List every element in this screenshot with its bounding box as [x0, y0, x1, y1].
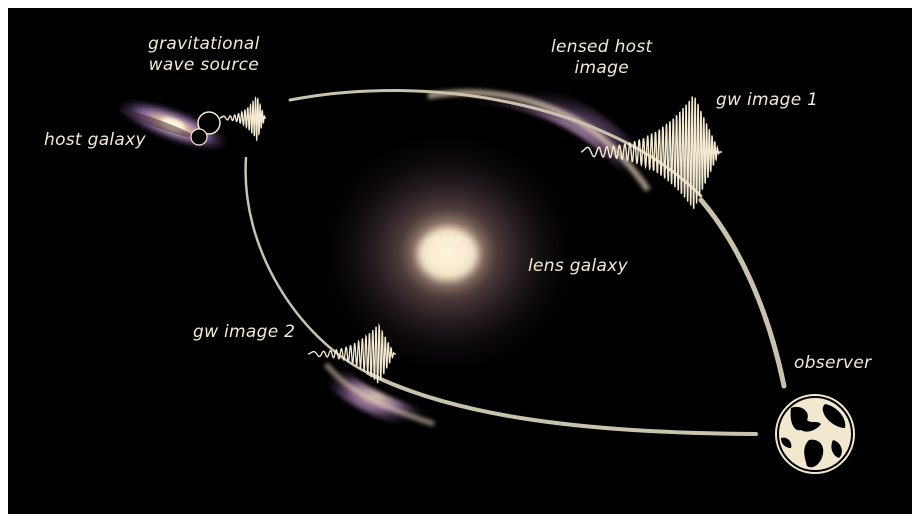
- lensed-host-label: lensed host image: [551, 37, 652, 79]
- earth-globe-icon: [773, 392, 857, 476]
- lensed-host-label-line-2: image: [574, 58, 629, 78]
- lensed-host-arc-2: [308, 348, 450, 440]
- gw-image-2-waveform: [307, 323, 396, 384]
- gw-source-label: gravitational wave source: [148, 34, 260, 76]
- host-galaxy-label: host galaxy: [44, 130, 146, 150]
- lens-galaxy: [308, 123, 588, 383]
- binary-black-hole-icon: [190, 111, 221, 146]
- gw-source-label-line-1: gravitational: [148, 34, 260, 54]
- lensing-diagram: [116, 73, 857, 476]
- diagram-canvas: gravitational wave source host galaxy le…: [8, 8, 912, 514]
- gw-source-waveform: [219, 96, 266, 142]
- gw-image-1-waveform: [580, 96, 722, 210]
- observer-label: observer: [794, 353, 872, 373]
- gw-image-2-label: gw image 2: [193, 322, 296, 342]
- lens-galaxy-label: lens galaxy: [528, 256, 628, 276]
- gw-source-label-line-2: wave source: [148, 55, 260, 75]
- lensed-host-label-line-1: lensed host: [551, 37, 653, 57]
- gw-image-1-label: gw image 1: [716, 90, 819, 110]
